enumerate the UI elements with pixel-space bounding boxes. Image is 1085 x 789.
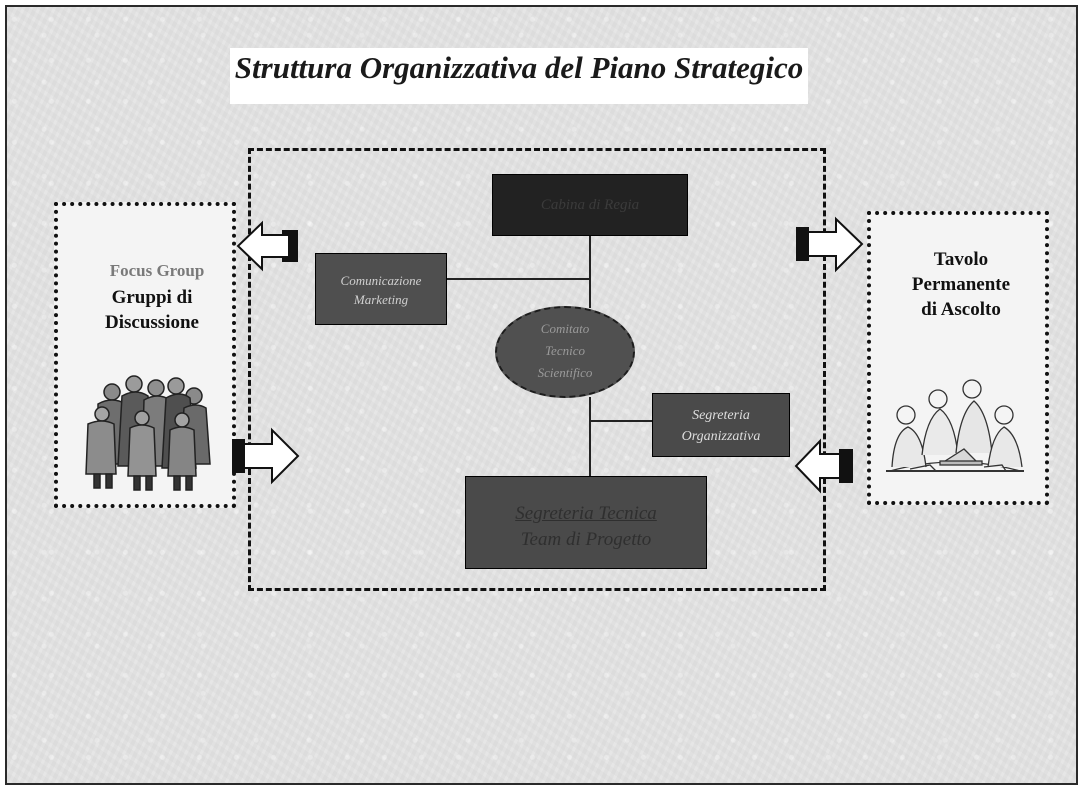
comunicazione-label: Comunicazione	[340, 273, 422, 288]
gruppi-di-text: Gruppi di	[111, 287, 193, 308]
group-of-people-icon	[85, 375, 211, 491]
tecnico-label: Tecnico	[545, 343, 585, 358]
scientifico-label: Scientifico	[537, 365, 593, 380]
tavolo-text: Tavolo	[933, 249, 989, 270]
arrow-right-top-icon	[796, 216, 864, 273]
cabina-di-regia-box: Cabina di Regia	[492, 174, 688, 236]
title-band	[230, 48, 808, 104]
di-ascolto-text: di Ascolto	[921, 299, 1001, 320]
comitato-tecnico-scientifico-ellipse: Comitato Tecnico Scientifico	[495, 306, 635, 398]
connector-vertical-bottom	[589, 397, 591, 477]
meeting-at-table-icon	[886, 379, 1024, 472]
connector-vertical-top	[589, 236, 591, 308]
segreteria-tecnica-team-box: Segreteria Tecnica Team di Progetto	[465, 476, 707, 569]
marketing-label: Marketing	[353, 292, 409, 307]
organization-frame	[248, 148, 826, 591]
team-di-progetto-label: Team di Progetto	[520, 529, 652, 550]
comunicazione-marketing-box: Comunicazione Marketing	[315, 253, 447, 325]
arrow-left-top-icon	[236, 220, 298, 272]
connector-comunicazione	[447, 278, 590, 280]
arrow-right-bottom-icon	[232, 427, 300, 485]
connector-segreteria-org	[590, 420, 652, 422]
organizzativa-label: Organizzativa	[681, 429, 761, 444]
segreteria-tecnica-label: Segreteria Tecnica	[515, 503, 657, 524]
arrow-left-bottom-icon	[794, 438, 853, 494]
tavolo-permanente-label: Tavolo Permanente di Ascolto	[878, 247, 1044, 322]
comitato-label: Comitato	[540, 321, 590, 336]
discussione-text: Discussione	[105, 312, 199, 333]
segreteria-label: Segreteria	[692, 408, 750, 423]
gruppi-discussione-label: Gruppi di Discussione	[72, 285, 232, 335]
segreteria-organizzativa-box: Segreteria Organizzativa	[652, 393, 790, 457]
page-title: Struttura Organizzativa del Piano Strate…	[234, 50, 804, 85]
permanente-text: Permanente	[911, 274, 1011, 295]
focus-group-label: Focus Group	[109, 261, 205, 280]
